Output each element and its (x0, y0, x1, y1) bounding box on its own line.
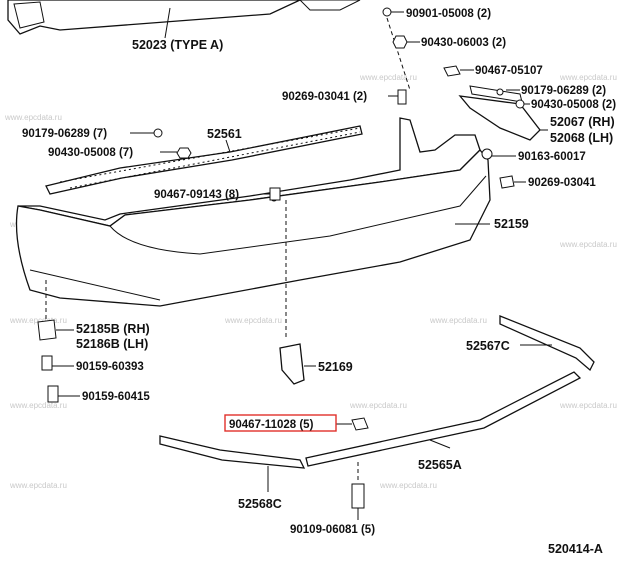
label-90467a: 90467-05107 (475, 65, 543, 77)
fastener-90901 (382, 7, 411, 91)
screw-90109 (351, 462, 365, 520)
label-52068: 52068 (LH) (550, 131, 613, 145)
label-90269b: 90269-03041 (528, 177, 596, 189)
bracket-top (299, 0, 361, 11)
label-90179b: 90179-06289 (7) (22, 128, 107, 140)
watermark: www.epcdata.ru (224, 316, 282, 325)
retainer-52561 (45, 125, 363, 195)
watermark: www.epcdata.ru (559, 401, 617, 410)
watermark: www.epcdata.ru (359, 73, 417, 82)
clip-90467b (262, 187, 281, 201)
label-90109: 90109-06081 (5) (290, 524, 375, 536)
label-52186: 52186B (LH) (76, 337, 148, 351)
label-90159a: 90159-60393 (76, 361, 144, 373)
label-52568: 52568C (238, 497, 282, 511)
label-52185: 52185B (RH) (76, 322, 150, 336)
bolt-90269a (388, 89, 407, 105)
bumper-cover-52159 (15, 117, 491, 340)
reinforcement-52023 (7, 0, 301, 39)
label-90159b: 90159-60415 (82, 391, 150, 403)
label-90430c: 90430-05008 (7) (48, 147, 133, 159)
clip-90467a (443, 65, 474, 77)
label-52561: 52561 (207, 127, 242, 141)
label-90467b: 90467-09143 (8) (154, 189, 239, 201)
label-90430b: 90430-05008 (2) (531, 99, 616, 111)
nut-90430c (160, 147, 192, 159)
label-52159: 52159 (494, 217, 529, 231)
label-90163: 90163-60017 (518, 151, 586, 163)
label-90430a: 90430-06003 (2) (421, 37, 506, 49)
watermark: www.epcdata.ru (9, 401, 67, 410)
label-90467c[interactable]: 90467-11028 (5) (229, 419, 314, 431)
highlight-box (224, 414, 337, 432)
label-90269a: 90269-03041 (2) (282, 91, 367, 103)
clip-90163 (481, 148, 516, 160)
watermark: www.epcdata.ru (559, 240, 617, 249)
label-52567: 52567C (466, 339, 510, 353)
watermark: www.epcdata.ru (9, 481, 67, 490)
label-52067: 52067 (RH) (550, 115, 615, 129)
moulding-52568c (159, 435, 306, 492)
watermark: www.epcdata.ru (379, 481, 437, 490)
side-bracket-52067 (458, 85, 548, 141)
label-52565: 52565A (418, 458, 462, 472)
label-90179a: 90179-06289 (2) (521, 85, 606, 97)
moulding-52565a (305, 371, 582, 467)
watermark: www.epcdata.ru (4, 113, 62, 122)
fastener-90179b (130, 128, 163, 138)
screw-90159b (47, 385, 80, 403)
diagram-reference: 520414-A (548, 542, 603, 556)
label-90901: 90901-05008 (2) (406, 8, 491, 20)
watermark: www.epcdata.ru (429, 316, 487, 325)
nut-90430a (392, 35, 420, 49)
bolt-90269b (499, 175, 526, 189)
label-52169: 52169 (318, 360, 353, 374)
bracket-52169 (279, 343, 316, 385)
watermark: www.epcdata.ru (9, 316, 67, 325)
watermark: www.epcdata.ru (559, 73, 617, 82)
watermark: www.epcdata.ru (349, 401, 407, 410)
label-52023: 52023 (TYPE A) (132, 38, 223, 52)
clip-90467c (336, 417, 369, 431)
moulding-52567c (499, 315, 595, 372)
retainer-52185 (37, 280, 74, 341)
screw-90159a (41, 355, 74, 371)
